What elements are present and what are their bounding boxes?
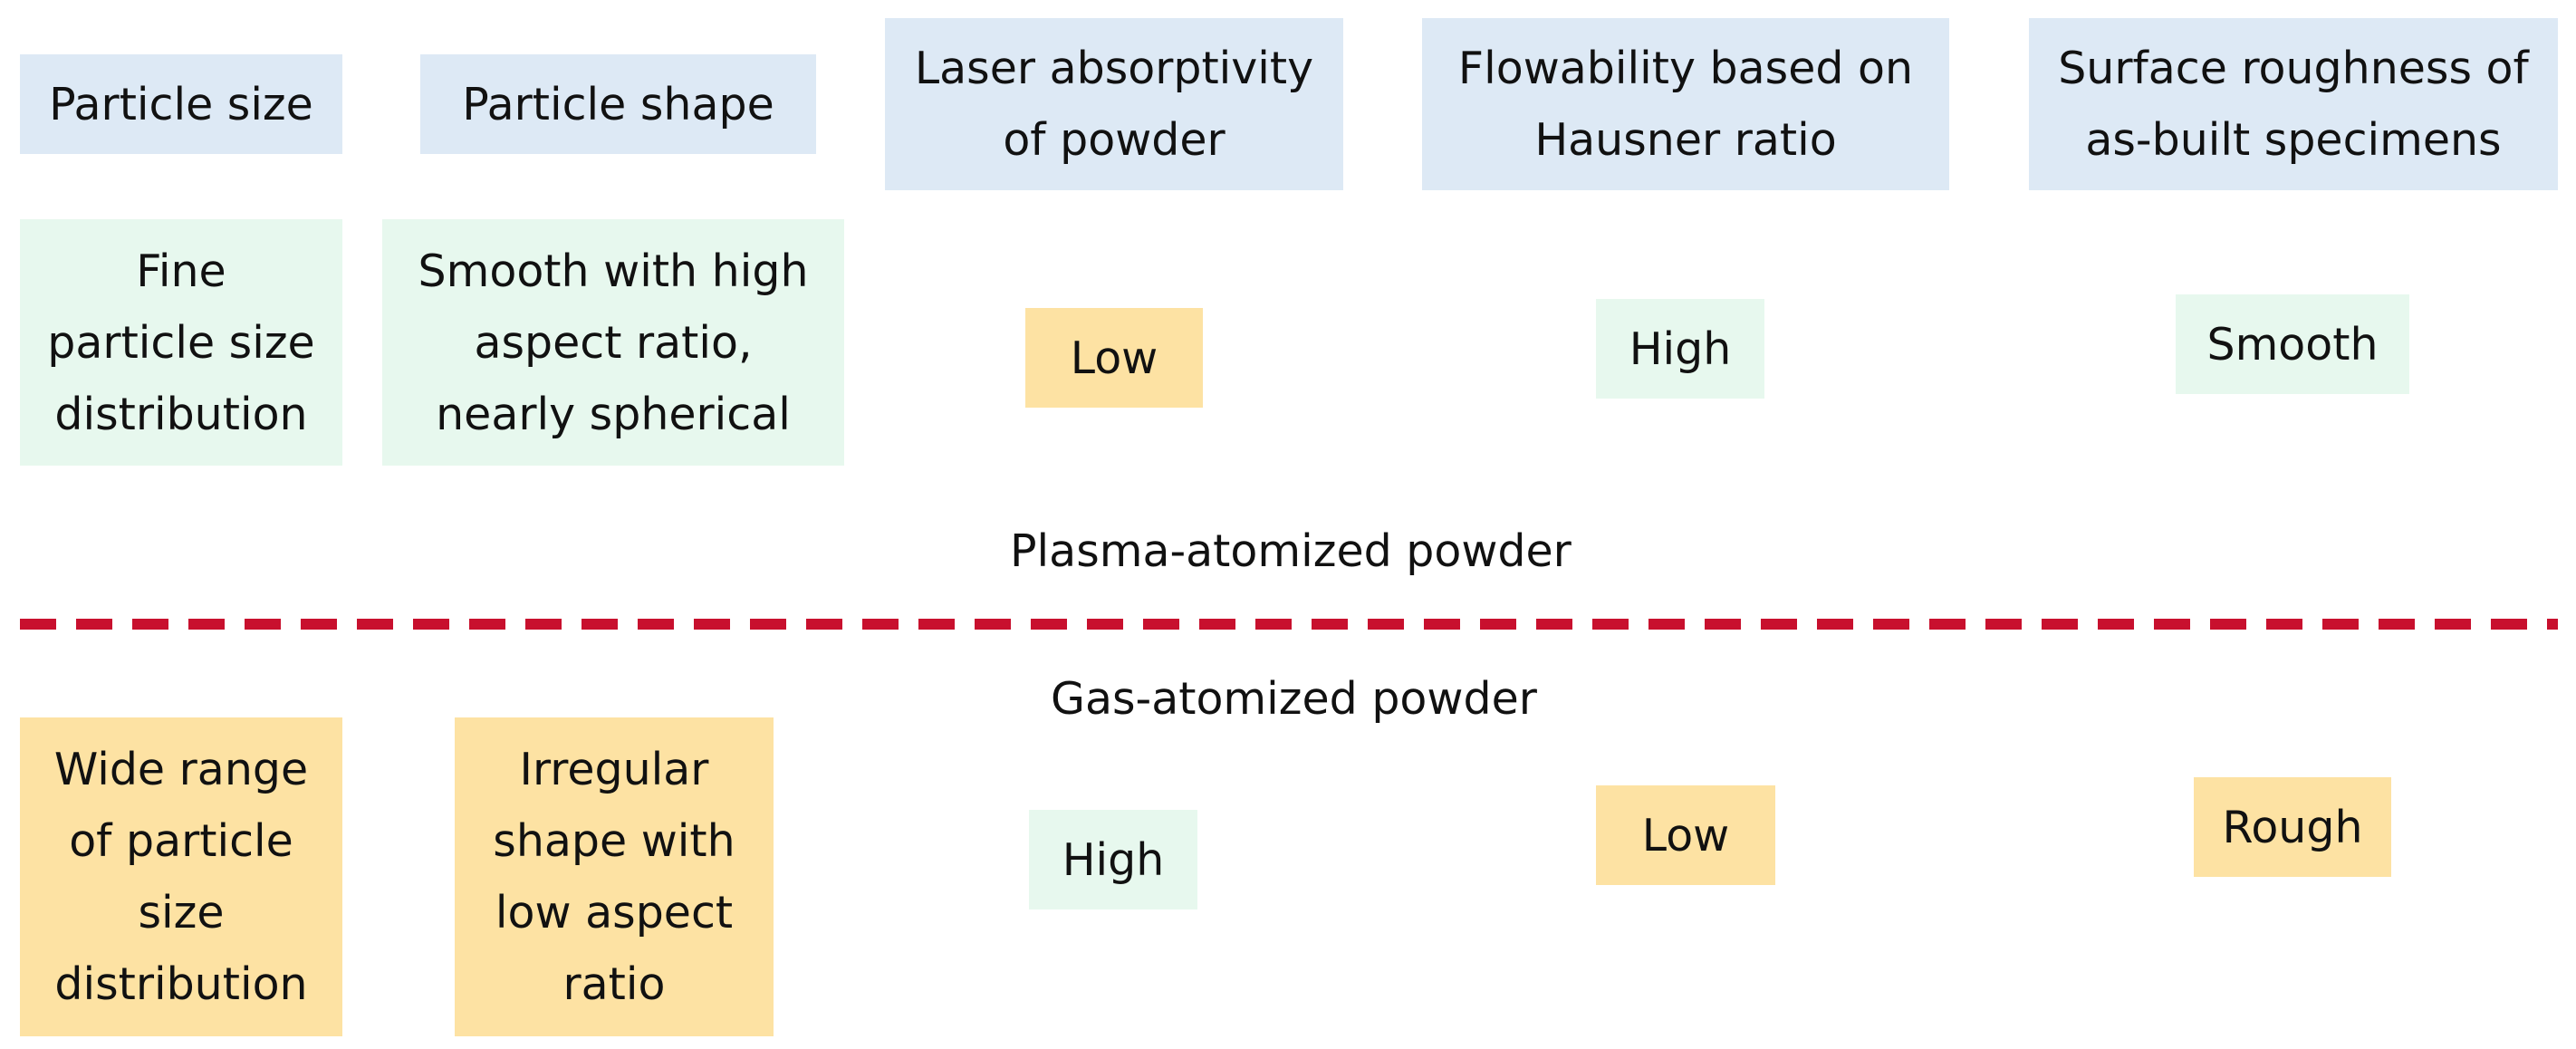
plasma-flowability-cell: High: [1596, 299, 1764, 399]
plasma-surface-roughness-cell: Smooth: [2176, 294, 2409, 394]
gas-surface-roughness-cell: Rough: [2194, 777, 2391, 877]
header-particle-size: Particle size: [20, 54, 342, 154]
plasma-particle-shape-cell: Smooth with high aspect ratio, nearly sp…: [382, 219, 844, 466]
plasma-laser-absorptivity-cell: Low: [1025, 308, 1203, 408]
section-divider: [20, 619, 2558, 630]
gas-particle-size-cell: Wide range of particle size distribution: [20, 717, 342, 1036]
header-particle-shape: Particle shape: [420, 54, 816, 154]
plasma-atomized-label: Plasma-atomized powder: [1010, 525, 1572, 577]
header-laser-absorptivity: Laser absorptivity of powder: [885, 18, 1343, 190]
gas-particle-shape-cell: Irregular shape with low aspect ratio: [455, 717, 774, 1036]
gas-atomized-label: Gas-atomized powder: [1051, 673, 1537, 725]
header-flowability: Flowability based on Hausner ratio: [1422, 18, 1949, 190]
plasma-particle-size-cell: Fine particle size distribution: [20, 219, 342, 466]
gas-flowability-cell: Low: [1596, 785, 1775, 885]
gas-laser-absorptivity-cell: High: [1029, 810, 1197, 909]
header-surface-roughness: Surface roughness of as-built specimens: [2029, 18, 2558, 190]
